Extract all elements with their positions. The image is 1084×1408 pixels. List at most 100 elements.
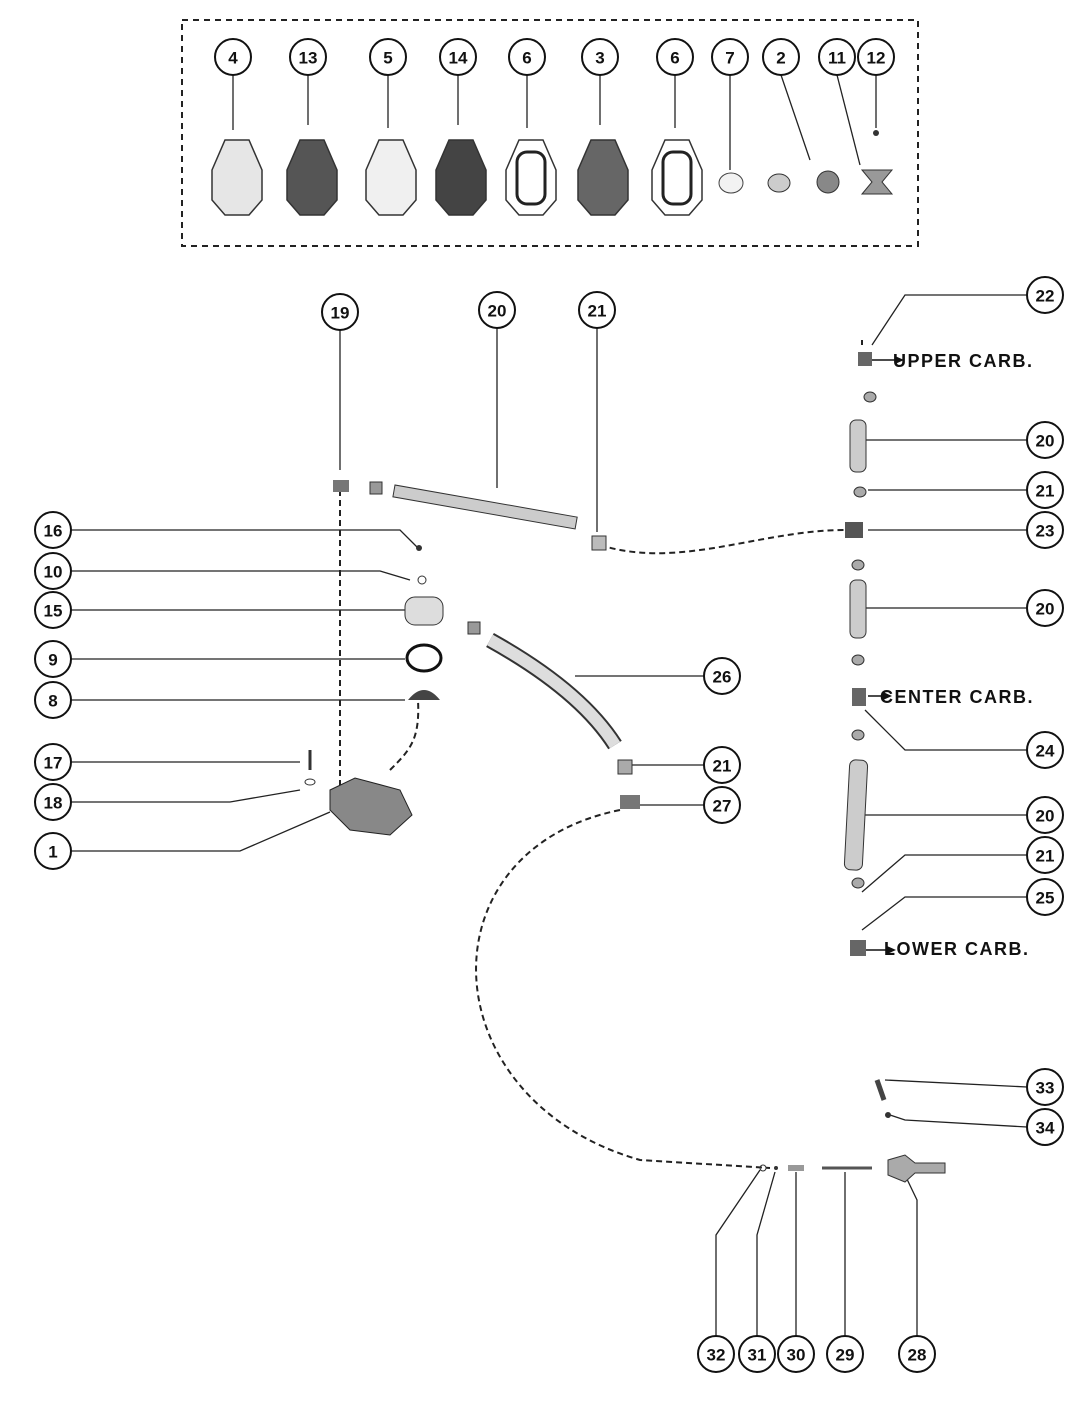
callout-number: 21: [713, 757, 732, 776]
callout-25: 25: [1026, 878, 1064, 916]
callout-7: 7: [711, 38, 749, 76]
callout-number: 9: [48, 651, 57, 670]
callout-11: 11: [818, 38, 856, 76]
callout-21: 21: [1026, 836, 1064, 874]
callout-number: 21: [1036, 847, 1055, 866]
callout-20: 20: [478, 291, 516, 329]
hose-clamp: [851, 877, 865, 889]
fuel-pump-body: [329, 777, 413, 836]
leader-line: [715, 1169, 761, 1336]
callout-number: 14: [449, 49, 468, 68]
callout-number: 13: [299, 49, 318, 68]
diaphragm-kit-box: [181, 19, 919, 247]
callout-circle: [1026, 421, 1064, 459]
tee-fitting: [845, 522, 863, 538]
lower-carb-label: LOWER CARB.: [884, 939, 1030, 959]
callout-circle: [34, 743, 72, 781]
callout-circle: [1026, 511, 1064, 549]
callout-circle: [697, 1335, 735, 1373]
arrow-icon: [883, 692, 892, 700]
callout-circle: [34, 552, 72, 590]
leader-line: [861, 854, 1027, 893]
callout-number: 16: [44, 522, 63, 541]
callout-number: 26: [713, 668, 732, 687]
callout-30: 30: [777, 1335, 815, 1373]
callout-circle: [578, 291, 616, 329]
callout-20: 20: [1026, 589, 1064, 627]
diaphragm-part: [365, 139, 417, 216]
callout-circle: [508, 38, 546, 76]
callout-circle: [1026, 836, 1064, 874]
callout-number: 6: [670, 49, 679, 68]
fuel-hose: [849, 579, 867, 639]
diaphragm-part: [211, 139, 263, 216]
callout-number: 24: [1036, 742, 1055, 761]
callout-circle: [581, 38, 619, 76]
callout-circle: [1026, 471, 1064, 509]
callout-9: 9: [34, 640, 72, 678]
callout-number: 19: [331, 304, 350, 323]
callout-circle: [762, 38, 800, 76]
elbow-fitting: [850, 940, 866, 956]
callout-8: 8: [34, 681, 72, 719]
fuel-hose: [392, 484, 578, 530]
callout-number: 21: [1036, 482, 1055, 501]
callout-number: 27: [713, 797, 732, 816]
callout-number: 17: [44, 754, 63, 773]
diaphragm-part: [286, 139, 338, 216]
leader-line: [780, 74, 811, 161]
callout-21: 21: [703, 746, 741, 784]
callout-20: 20: [1026, 421, 1064, 459]
callout-34: 34: [1026, 1108, 1064, 1146]
callout-18: 18: [34, 783, 72, 821]
callout-number: 22: [1036, 287, 1055, 306]
callout-number: 20: [1036, 807, 1055, 826]
check-valve-disc: [718, 172, 744, 194]
callout-circle: [703, 657, 741, 695]
fuel-hose: [843, 759, 869, 871]
callout-5: 5: [369, 38, 407, 76]
hose-clamp: [591, 535, 607, 551]
callout-circle: [439, 38, 477, 76]
center-carb-label: CENTER CARB.: [880, 687, 1034, 707]
callout-circle: [478, 291, 516, 329]
callout-32: 32: [697, 1335, 735, 1373]
dashed-connection: [389, 699, 420, 771]
callout-number: 34: [1036, 1119, 1055, 1138]
callout-circle: [1026, 731, 1064, 769]
callout-29: 29: [826, 1335, 864, 1373]
callout-circle: [34, 591, 72, 629]
fuel-filter-cap: [404, 596, 444, 626]
leader-line: [836, 74, 861, 166]
elbow-fitting: [620, 795, 640, 809]
callout-number: 11: [828, 49, 846, 68]
callout-circle: [369, 38, 407, 76]
leader-line: [861, 896, 1027, 931]
callout-circle: [321, 293, 359, 331]
callout-number: 5: [383, 49, 392, 68]
callout-21: 21: [578, 291, 616, 329]
callout-number: 18: [44, 794, 63, 813]
fuel-connector: [887, 1154, 946, 1183]
hose-clamp: [863, 391, 877, 403]
callout-13: 13: [289, 38, 327, 76]
callout-21: 21: [1026, 471, 1064, 509]
callout-number: 12: [867, 49, 886, 68]
leader-line: [864, 709, 1027, 751]
elbow-fitting: [858, 352, 872, 366]
arrow-icon: [895, 356, 904, 364]
leader-line: [71, 789, 301, 803]
callout-number: 20: [1036, 600, 1055, 619]
leader-line: [904, 1174, 918, 1336]
leader-line: [71, 570, 411, 581]
upper-carb-label: UPPER CARB.: [893, 351, 1034, 371]
callout-circle: [703, 746, 741, 784]
callout-number: 21: [588, 302, 607, 321]
callout-circle: [898, 1335, 936, 1373]
hose-clamp: [851, 559, 865, 571]
callout-6: 6: [656, 38, 694, 76]
callout-24: 24: [1026, 731, 1064, 769]
valve-part: [816, 170, 840, 194]
callout-20: 20: [1026, 796, 1064, 834]
